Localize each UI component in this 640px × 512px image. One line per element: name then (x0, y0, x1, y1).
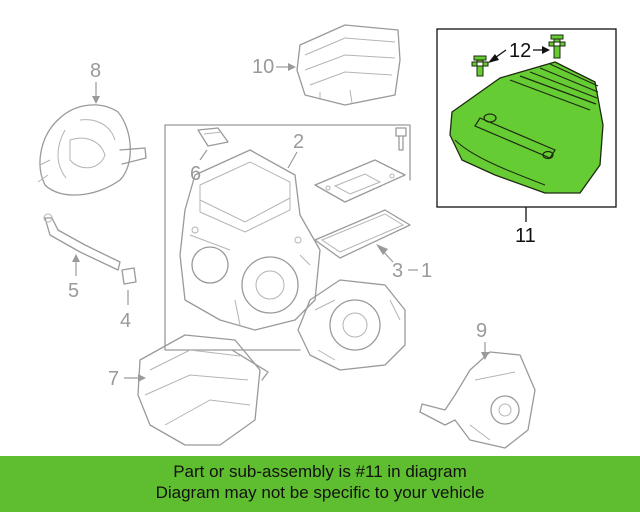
part-transaxle-housing[interactable] (297, 279, 406, 371)
part-3-gasket[interactable] (314, 209, 411, 259)
banner-line-2: Diagram may not be specific to your vehi… (155, 483, 485, 502)
callout-3: 3 (392, 260, 403, 282)
callout-2: 2 (293, 131, 304, 153)
part-12-bolt-right[interactable] (548, 34, 566, 59)
arrow-8 (92, 96, 100, 104)
banner-line-1: Part or sub-assembly is #11 in diagram (173, 462, 467, 481)
part-8-cover-plate[interactable] (37, 104, 147, 196)
callout-6: 6 (190, 163, 201, 185)
callout-9: 9 (476, 320, 487, 342)
part-7-lower-cover[interactable] (137, 334, 269, 446)
arrow-12-left (488, 54, 499, 63)
arrow-9 (481, 352, 489, 360)
part-4-plug[interactable] (121, 267, 137, 285)
leader-6 (199, 149, 208, 161)
callout-5: 5 (68, 280, 79, 302)
part-6-clip[interactable] (197, 127, 229, 147)
arrow-12-right (542, 46, 550, 54)
callout-12: 12 (509, 40, 531, 62)
callout-4: 4 (120, 310, 131, 332)
arrow-5 (72, 254, 80, 262)
part-2-motor-housing[interactable] (179, 149, 321, 331)
info-banner: Part or sub-assembly is #11 in diagram D… (0, 456, 640, 512)
arrow-3 (376, 244, 388, 255)
group-1-frame (164, 124, 411, 351)
arrow-10 (288, 63, 296, 71)
part-11-highlighted-cover[interactable] (449, 61, 604, 194)
callout-1: 1 (421, 260, 432, 282)
part-bolt-top[interactable] (395, 127, 407, 151)
part-9-mount[interactable] (419, 351, 536, 449)
part-10-upper-cover[interactable] (296, 24, 401, 106)
callout-11: 11 (515, 225, 536, 247)
part-separator-plate[interactable] (314, 159, 406, 203)
callout-7: 7 (108, 368, 119, 390)
part-5-pipe[interactable] (43, 213, 121, 271)
callout-8: 8 (90, 60, 101, 82)
parts-diagram: 8 10 1 6 2 (37, 24, 617, 449)
leader-2 (287, 151, 298, 169)
arrow-7 (138, 374, 146, 382)
callout-10: 10 (252, 56, 274, 78)
part-12-bolt-left[interactable] (471, 55, 489, 77)
